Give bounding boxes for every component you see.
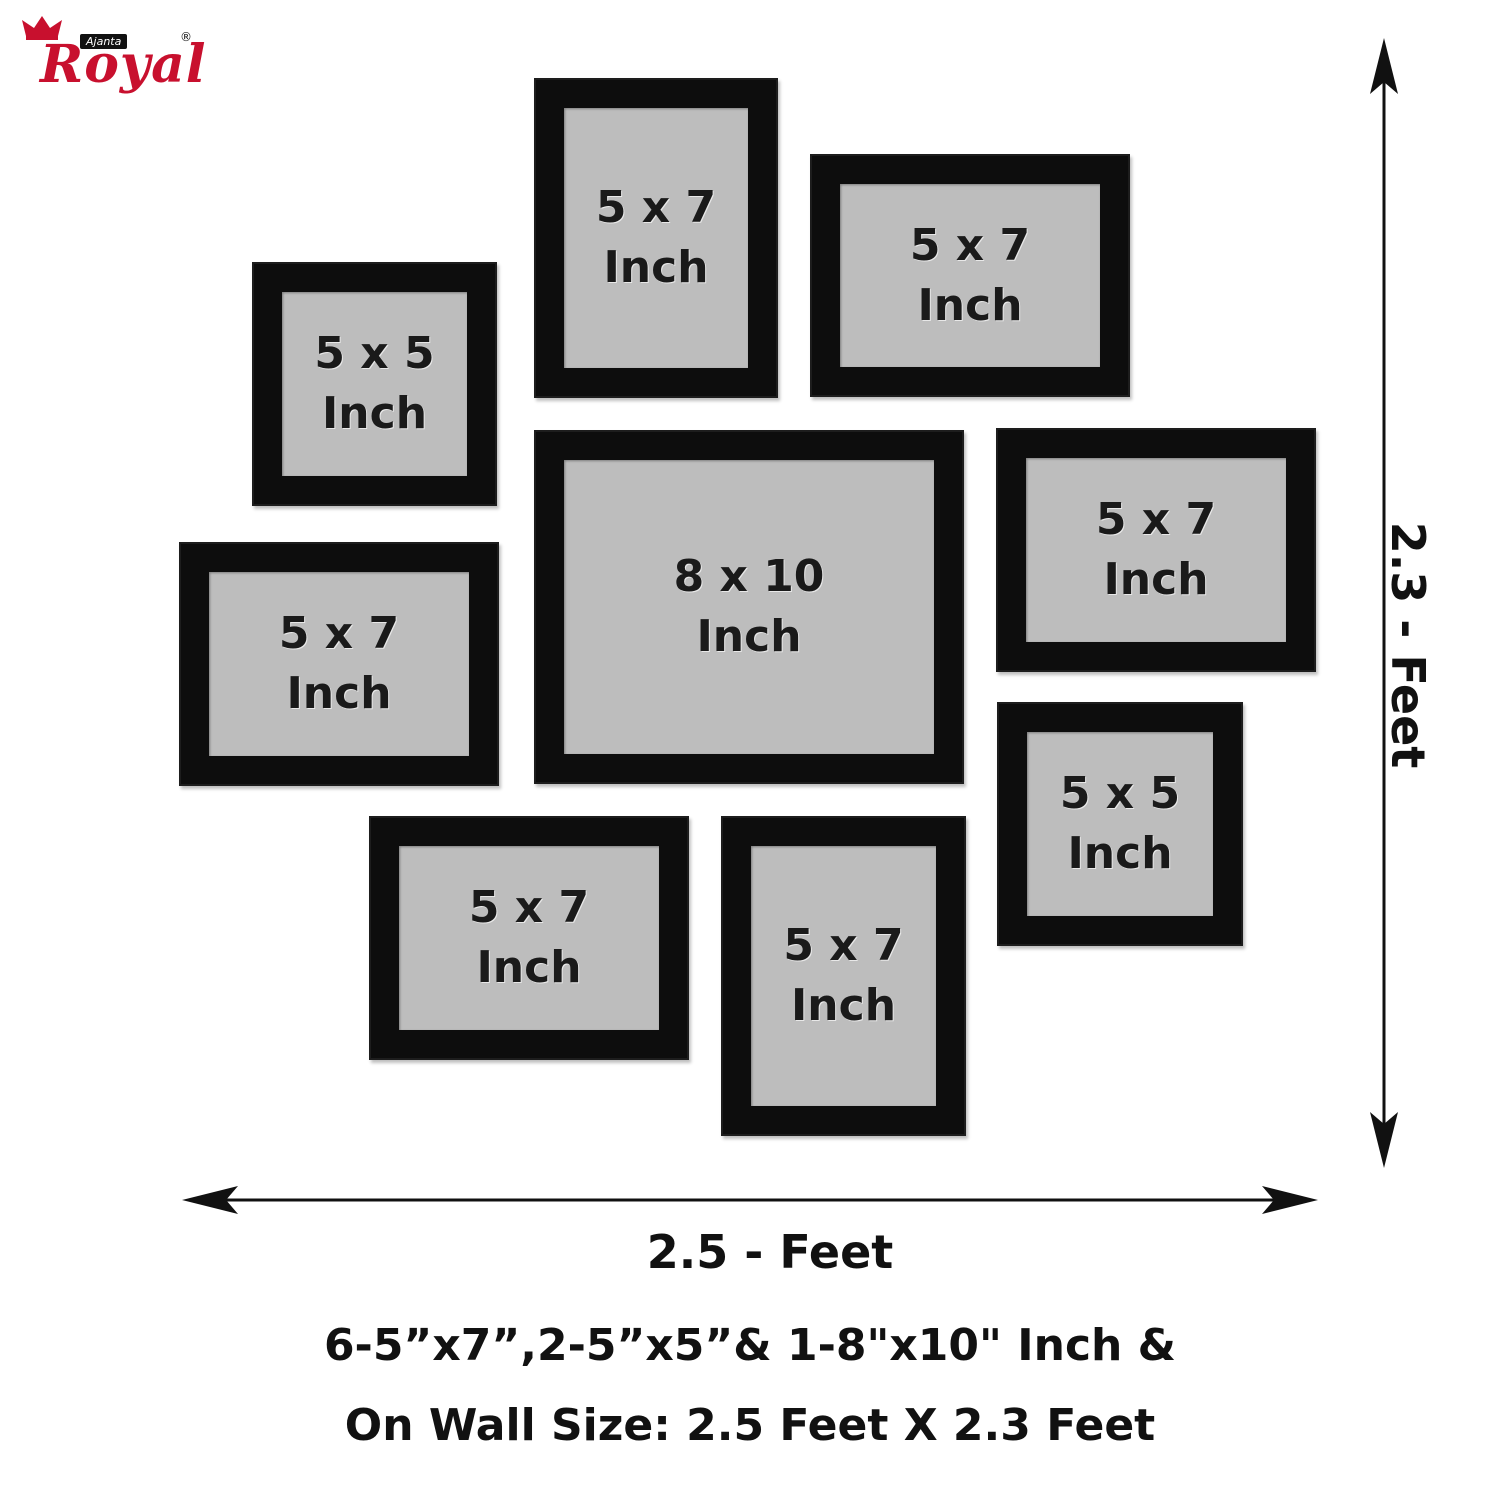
- frame-mat: 5 x 5 Inch: [1027, 732, 1213, 916]
- brand-logo: Ajanta ® Royal: [18, 12, 206, 122]
- frame-mat: 5 x 7 Inch: [209, 572, 469, 756]
- caption-line-2: On Wall Size: 2.5 Feet X 2.3 Feet: [344, 1400, 1156, 1451]
- frame-unit-label: Inch: [286, 668, 392, 719]
- frame-upper-left: 5 x 5 Inch: [252, 262, 497, 506]
- registered-mark: ®: [180, 30, 192, 44]
- frame-size-label: 5 x 5: [1059, 768, 1181, 819]
- frame-mat: 5 x 7 Inch: [1026, 458, 1286, 642]
- frame-unit-label: Inch: [1103, 554, 1209, 605]
- frame-size-label: 5 x 7: [1095, 494, 1217, 545]
- height-arrow: [1370, 38, 1398, 1168]
- frame-unit-label: Inch: [1067, 828, 1173, 879]
- frame-right-middle: 5 x 7 Inch: [996, 428, 1316, 672]
- frame-size-label: 5 x 5: [314, 328, 435, 379]
- frame-unit-label: Inch: [790, 980, 897, 1031]
- frame-bottom-left: 5 x 7 Inch: [369, 816, 689, 1060]
- frame-unit-label: Inch: [917, 279, 1023, 331]
- frame-size-label: 5 x 7: [595, 182, 717, 233]
- caption-line-1: 6-5”x7”,2-5”x5”& 1-8"x10" Inch &: [323, 1320, 1177, 1371]
- frame-size-label: 5 x 7: [278, 608, 400, 659]
- width-dimension-label: 2.5 - Feet: [646, 1225, 894, 1279]
- width-arrow: [182, 1186, 1318, 1214]
- frame-size-label: 5 x 7: [909, 219, 1031, 271]
- frame-mat: 8 x 10 Inch: [564, 460, 934, 754]
- frame-size-label: 5 x 7: [468, 882, 590, 933]
- frame-left-middle: 5 x 7 Inch: [179, 542, 499, 786]
- crown-icon: [22, 16, 62, 40]
- frame-mat: 5 x 7 Inch: [840, 184, 1100, 367]
- frame-center: 8 x 10 Inch: [534, 430, 964, 784]
- height-dimension-label: 2.3 - Feet: [1381, 521, 1435, 769]
- frame-top-center: 5 x 7 Inch: [534, 78, 778, 398]
- frame-unit-label: Inch: [476, 942, 582, 993]
- frame-mat: 5 x 5 Inch: [282, 292, 467, 476]
- frame-top-right: 5 x 7 Inch: [810, 154, 1130, 397]
- frame-size-label: 8 x 10: [673, 551, 825, 602]
- frame-unit-label: Inch: [321, 388, 428, 439]
- brand-badge: Ajanta: [80, 34, 128, 49]
- frame-bottom-center: 5 x 7 Inch: [721, 816, 966, 1136]
- frame-mat: 5 x 7 Inch: [751, 846, 936, 1106]
- frame-size-label: 5 x 7: [783, 920, 904, 971]
- frame-mat: 5 x 7 Inch: [399, 846, 659, 1030]
- frame-mat: 5 x 7 Inch: [564, 108, 748, 368]
- frame-unit-label: Inch: [696, 611, 802, 662]
- frame-unit-label: Inch: [603, 242, 709, 293]
- frame-right-lower: 5 x 5 Inch: [997, 702, 1243, 946]
- brand-name: Royal: [40, 34, 207, 95]
